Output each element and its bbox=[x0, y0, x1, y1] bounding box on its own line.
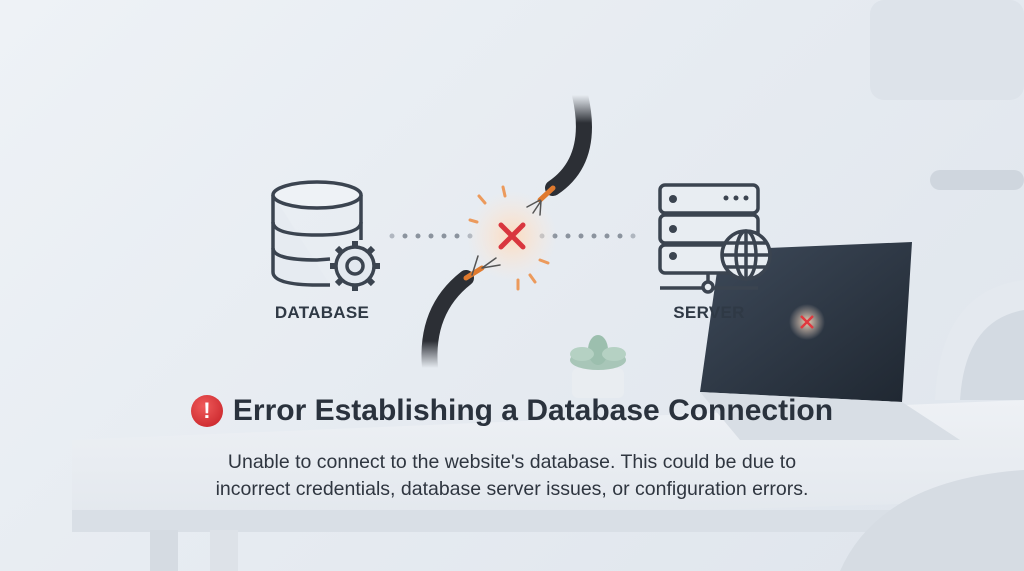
database-label: DATABASE bbox=[274, 303, 370, 322]
error-description-line1: Unable to connect to the website's datab… bbox=[227, 451, 797, 473]
exclamation-circle-icon: ! bbox=[190, 395, 223, 427]
x-mark-icon bbox=[467, 185, 557, 291]
server-globe-icon bbox=[658, 183, 772, 294]
database-gear-icon bbox=[271, 180, 380, 291]
error-description-line2: incorrect credentials, database server i… bbox=[215, 478, 809, 500]
server-label: SERVER bbox=[673, 303, 745, 322]
plant bbox=[570, 335, 626, 398]
error-title: Error Establishing a Database Connection bbox=[232, 394, 834, 427]
broken-cable bbox=[421, 87, 592, 376]
laptop bbox=[700, 242, 960, 440]
error-heading: ! Error Establishing a Database Connecti… bbox=[0, 394, 1024, 428]
